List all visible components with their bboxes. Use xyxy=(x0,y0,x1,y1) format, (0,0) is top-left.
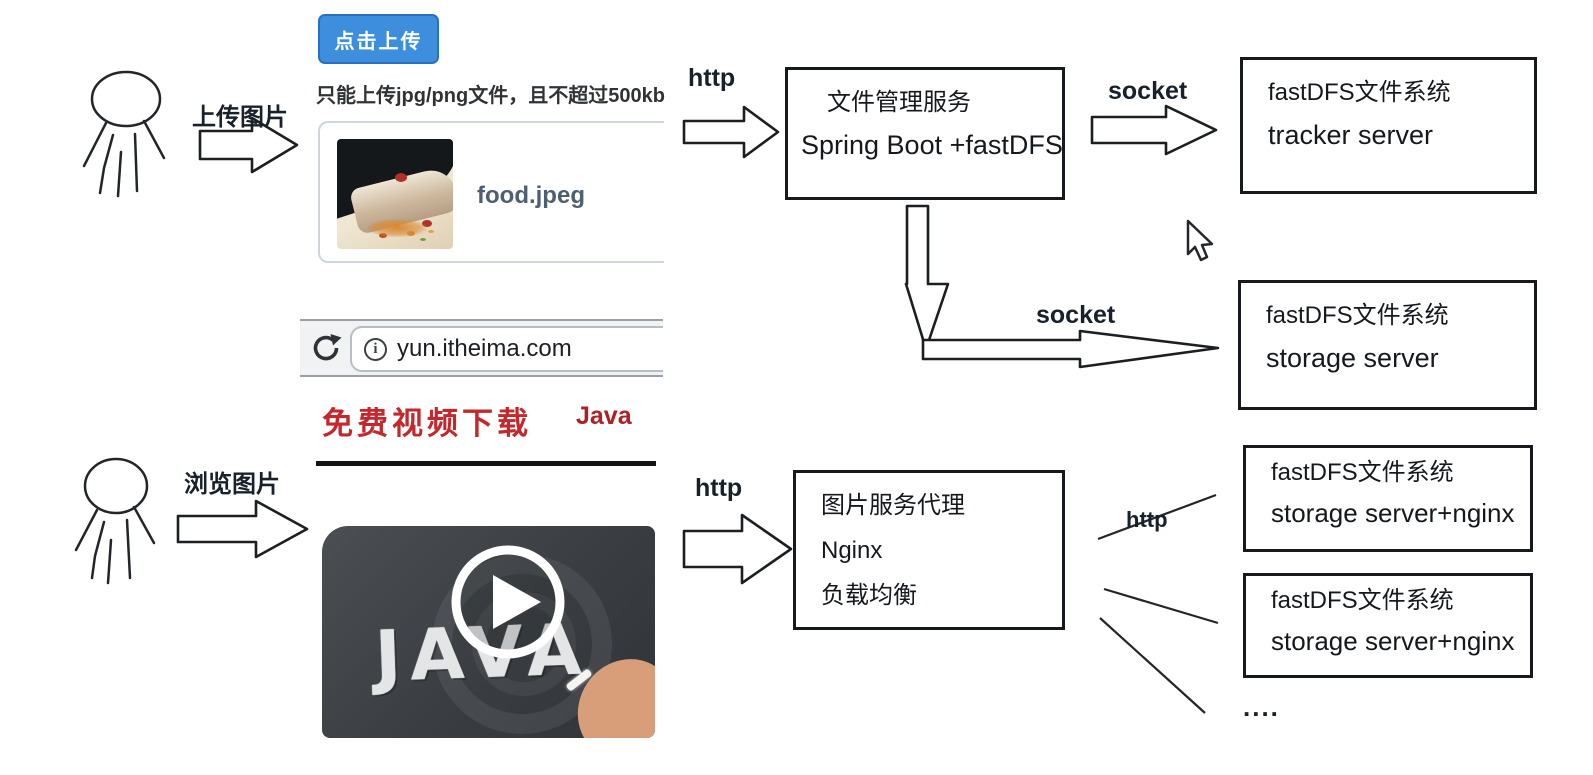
storage-nginx2-role: storage server+nginx xyxy=(1271,626,1515,656)
uploaded-file-name: food.jpeg xyxy=(477,182,585,209)
nginx-box-role: 负载均衡 xyxy=(821,582,917,609)
file-service-title: 文件管理服务 xyxy=(827,89,971,116)
http-storage-label: http xyxy=(1126,507,1168,532)
url-address-field[interactable]: i yun.itheima.com xyxy=(350,326,663,372)
browse-arrow xyxy=(176,499,309,559)
food-thumbnail-image xyxy=(337,139,453,249)
storage-box-role: storage server xyxy=(1266,343,1439,373)
http-browse-label: http xyxy=(695,474,743,502)
socket-storage-arrow xyxy=(921,329,1220,369)
browse-action-label: 浏览图片 xyxy=(184,471,280,498)
nginx-box-tech: Nginx xyxy=(821,537,883,564)
refresh-button[interactable] xyxy=(306,328,346,368)
heading-divider xyxy=(316,461,656,466)
tracker-box-role: tracker server xyxy=(1268,120,1434,150)
upload-hint-text: 只能上传jpg/png文件，且不超过500kb xyxy=(316,85,665,107)
nginx-proxy-box: 图片服务代理 Nginx 负载均衡 xyxy=(793,470,1065,630)
thumbnail-garnish-glow xyxy=(367,219,427,237)
tracker-server-box: fastDFS文件系统 tracker server xyxy=(1240,57,1537,194)
thumbnail-garnish xyxy=(395,173,407,182)
java-video-player[interactable]: JAVA xyxy=(322,526,655,738)
play-icon[interactable] xyxy=(322,526,655,738)
upload-arrow xyxy=(198,116,299,174)
socket-tracker-arrow xyxy=(1090,104,1218,156)
upload-action-label: 上传图片 xyxy=(192,104,288,131)
storage-nginx1-role: storage server+nginx xyxy=(1271,498,1515,528)
file-service-stack: Spring Boot +fastDFS xyxy=(801,130,1063,160)
storage-box-title: fastDFS文件系统 xyxy=(1266,302,1449,329)
storage-nginx1-title: fastDFS文件系统 xyxy=(1271,459,1454,486)
storage-server-box: fastDFS文件系统 storage server xyxy=(1238,280,1537,410)
link-line-storage1 xyxy=(1097,493,1217,541)
link-line-more xyxy=(1099,617,1206,714)
mouse-cursor-icon xyxy=(1186,219,1214,262)
java-category-link[interactable]: Java xyxy=(576,402,632,430)
http-upload-arrow xyxy=(682,105,780,159)
upload-button-label: 点击上传 xyxy=(334,30,423,53)
url-text: yun.itheima.com xyxy=(397,335,572,362)
tracker-box-title: fastDFS文件系统 xyxy=(1268,79,1451,106)
down-arrow xyxy=(904,204,950,351)
page-title: 免费视频下载 xyxy=(322,406,532,441)
upload-button[interactable]: 点击上传 xyxy=(318,14,439,64)
browse-actor-icon xyxy=(74,457,156,585)
socket-tracker-label: socket xyxy=(1108,77,1188,105)
http-browse-arrow xyxy=(682,513,793,585)
info-icon: i xyxy=(364,337,387,361)
more-nodes-dots: .... xyxy=(1243,692,1280,722)
browser-toolbar: i yun.itheima.com xyxy=(300,319,663,377)
file-service-box: 文件管理服务 Spring Boot +fastDFS xyxy=(785,67,1065,200)
storage-nginx2-title: fastDFS文件系统 xyxy=(1271,587,1454,614)
link-line-storage2 xyxy=(1103,587,1219,625)
socket-storage-label: socket xyxy=(1036,301,1116,329)
nginx-box-title: 图片服务代理 xyxy=(821,492,965,519)
storage-nginx-box-1: fastDFS文件系统 storage server+nginx xyxy=(1243,445,1533,552)
refresh-icon xyxy=(313,334,342,361)
upload-actor-icon xyxy=(82,70,166,198)
uploaded-file-card xyxy=(318,121,664,263)
storage-nginx-box-2: fastDFS文件系统 storage server+nginx xyxy=(1243,573,1533,678)
http-upload-label: http xyxy=(688,64,736,92)
